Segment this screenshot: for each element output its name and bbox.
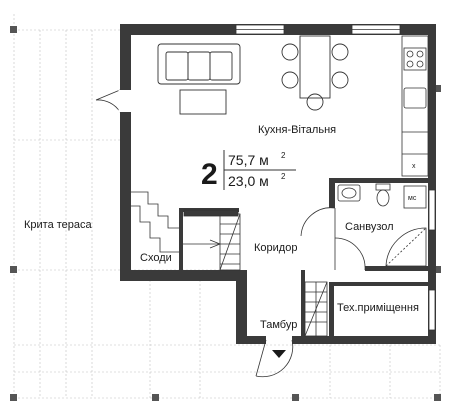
total-area-power: 2 — [281, 151, 286, 160]
bathroom-door — [300, 207, 366, 271]
dining-table — [299, 35, 331, 99]
column — [152, 394, 159, 401]
wall-vestibule-left — [236, 270, 247, 344]
partition-vest-right — [301, 270, 305, 340]
kitchen-counter — [401, 35, 429, 177]
bathroom-fixtures — [337, 183, 427, 267]
partition-bath-top — [329, 178, 428, 183]
coffee-table — [179, 89, 227, 115]
column — [292, 394, 299, 401]
label-kitchen-living: Кухня-Вітальня — [258, 124, 336, 136]
windows — [235, 24, 436, 331]
label-vestibule: Тамбур — [260, 319, 297, 331]
area-block: 2 75,7 м 2 23,0 м 2 — [201, 150, 296, 191]
washing-machine — [403, 185, 427, 209]
label-stairs: Сходи — [140, 252, 172, 264]
washbasin — [337, 184, 361, 202]
entrance-arrow-icon — [272, 350, 286, 358]
columns — [10, 26, 441, 401]
entrance-door — [255, 339, 294, 378]
label-terrace: Крита тераса — [24, 219, 93, 231]
dining-set — [281, 35, 349, 111]
washing-machine-label: мс — [408, 195, 417, 202]
wardrobe — [304, 281, 328, 337]
hood-label: x — [412, 163, 416, 170]
partition-bath-left — [329, 178, 335, 208]
stairs-drawing — [131, 191, 241, 271]
column — [434, 85, 441, 92]
toilet — [375, 183, 391, 191]
sink — [403, 87, 427, 109]
partition-tech-top — [329, 282, 428, 286]
window — [428, 289, 436, 331]
partition-tech-left — [329, 282, 334, 338]
column — [10, 266, 17, 273]
partition-bath-bottom — [365, 266, 428, 271]
total-area: 75,7 м — [228, 152, 269, 168]
wall-right — [428, 24, 436, 344]
column — [434, 394, 441, 401]
terrace-door — [95, 89, 122, 113]
wall-left-lower — [120, 112, 131, 280]
label-corridor: Коридор — [254, 242, 297, 254]
living-area: 23,0 м — [228, 173, 269, 189]
partition-stair-inner — [179, 208, 183, 270]
floor-number: 2 — [201, 158, 218, 191]
cooktop — [403, 47, 427, 71]
wall-bottom-right — [236, 336, 266, 344]
label-bathroom: Санвузол — [345, 221, 394, 233]
label-technical: Тех.приміщення — [337, 302, 419, 314]
column — [10, 394, 17, 401]
column — [434, 266, 441, 273]
column — [10, 26, 17, 33]
shower — [385, 227, 427, 267]
wall-bottom-stairs — [120, 270, 240, 281]
wall-bottom-right-2 — [292, 336, 436, 344]
window — [428, 189, 436, 231]
wall-left-upper — [120, 24, 131, 90]
living-area-power: 2 — [281, 172, 286, 181]
sofa — [157, 43, 241, 85]
living-furniture — [157, 43, 241, 115]
